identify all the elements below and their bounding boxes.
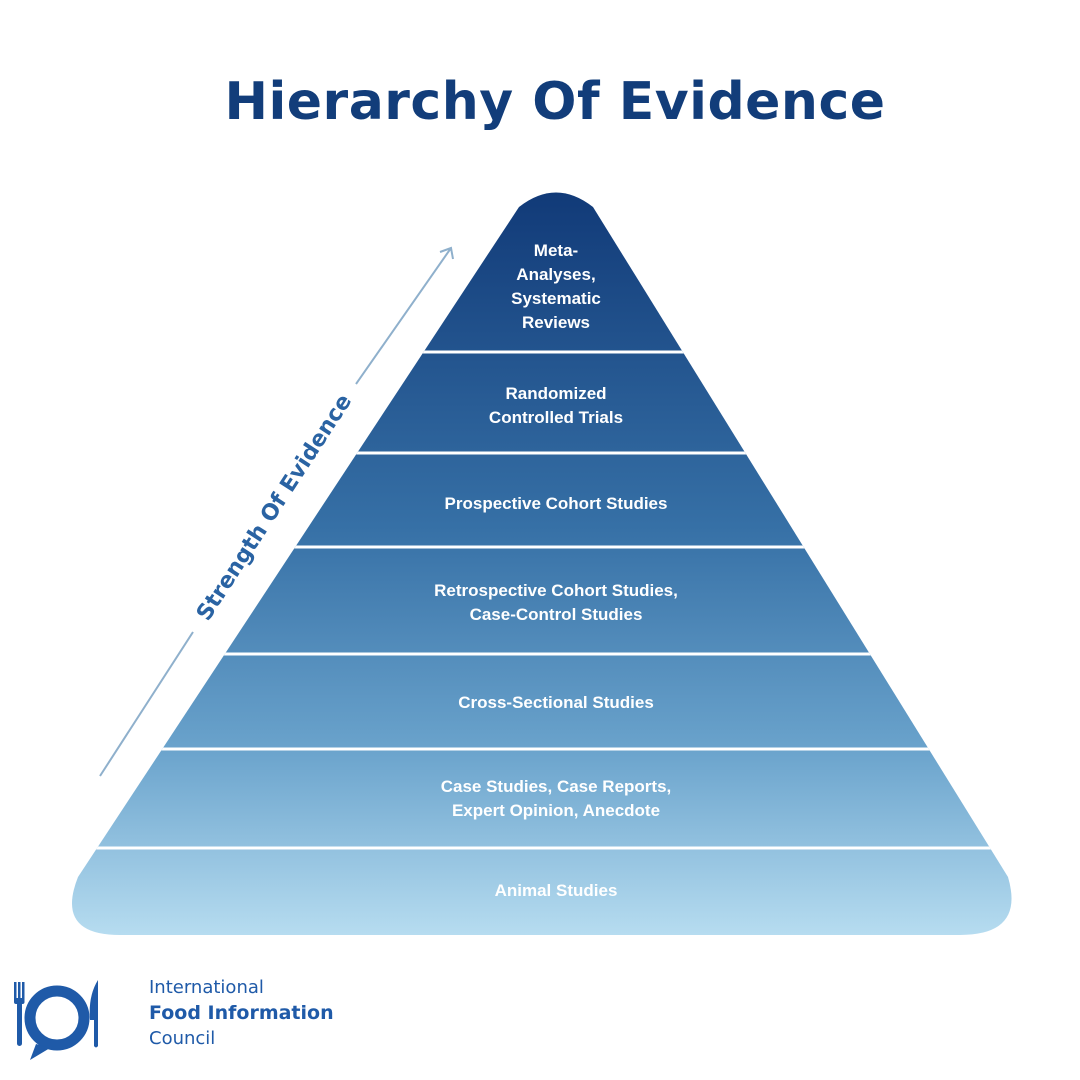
tier-label-line: Systematic — [511, 289, 601, 308]
arrow-line-lower — [99, 631, 194, 777]
tier-label: Case Studies, Case Reports, Expert Opinio… — [441, 777, 672, 820]
arrow-head-icon — [439, 246, 454, 260]
tier-label-line: Expert Opinion, Anecdote — [452, 801, 660, 820]
tier-label-line: Meta- — [534, 241, 578, 260]
tier-label: Animal Studies — [495, 881, 618, 900]
logo-text-council: Council — [149, 1028, 216, 1049]
tier-label-line: Case-Control Studies — [470, 605, 643, 624]
logo-text-international: International — [149, 977, 264, 998]
fork-plate-knife-icon — [14, 980, 98, 1060]
tier-label-line: Randomized — [505, 384, 606, 403]
tier-label-line: Reviews — [522, 313, 590, 332]
tier-label-line: Cross-Sectional Studies — [458, 693, 654, 712]
tier-label-line: Analyses, — [516, 265, 595, 284]
tier-label: Cross-Sectional Studies — [458, 693, 654, 712]
tier-label: Retrospective Cohort Studies, Case-Contro… — [434, 581, 678, 624]
tier-label-line: Prospective Cohort Studies — [445, 494, 668, 513]
ific-logo: International Food Information Council — [12, 974, 372, 1066]
tier-label-line: Controlled Trials — [489, 408, 623, 427]
tier-label-line: Animal Studies — [495, 881, 618, 900]
tier-label-line: Case Studies, Case Reports, — [441, 777, 672, 796]
page-title: Hierarchy Of Evidence — [224, 72, 886, 132]
logo-text-food-information: Food Information — [149, 1002, 334, 1024]
tier-label: Prospective Cohort Studies — [445, 494, 668, 513]
tier-label-line: Retrospective Cohort Studies, — [434, 581, 678, 600]
arrow-line-upper — [355, 247, 452, 385]
